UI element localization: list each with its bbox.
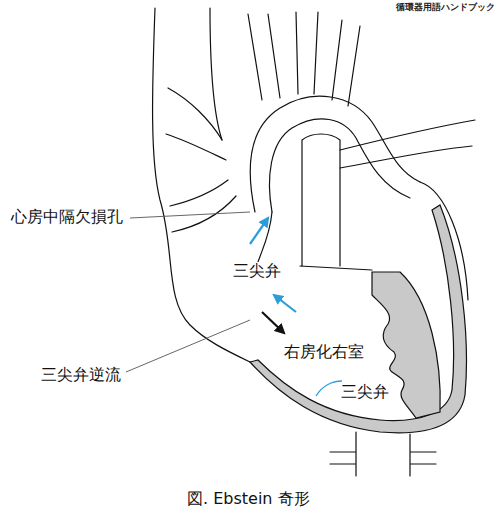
part-label: 三尖弁 — [340, 383, 390, 401]
part-label: 心房中隔欠損孔 — [10, 208, 124, 226]
pulmonary-trunk — [302, 134, 340, 266]
flow-arrow — [274, 295, 296, 312]
pulmonary-vein — [170, 180, 236, 232]
valve-base — [300, 266, 372, 270]
leader-line — [126, 320, 250, 372]
part-label: 三尖弁逆流 — [40, 366, 122, 384]
ventricle-wall — [250, 205, 466, 433]
shunt-arrow — [250, 218, 268, 244]
watermark: 循環器用語ハンドブック — [395, 2, 496, 12]
aorta-outline — [250, 96, 420, 212]
arch-branch — [296, 12, 318, 94]
pulmonary-vein — [166, 88, 226, 160]
figure-caption: 図. Ebstein 奇形 — [186, 490, 311, 508]
right-atrium-outline — [153, 8, 250, 362]
part-label: 三尖弁 — [232, 262, 282, 280]
tricuspid-leaflet-line — [316, 381, 342, 396]
septum-top — [258, 212, 272, 262]
arch-branch — [248, 14, 280, 100]
leader-line — [130, 212, 250, 218]
descending-vessel — [330, 432, 436, 476]
part-label: 右房化右室 — [283, 343, 365, 361]
arch-branch — [332, 20, 360, 106]
regurgitation-arrow — [262, 312, 284, 333]
svc-inner-edge — [210, 8, 222, 140]
pulmonary-branch — [340, 120, 475, 168]
